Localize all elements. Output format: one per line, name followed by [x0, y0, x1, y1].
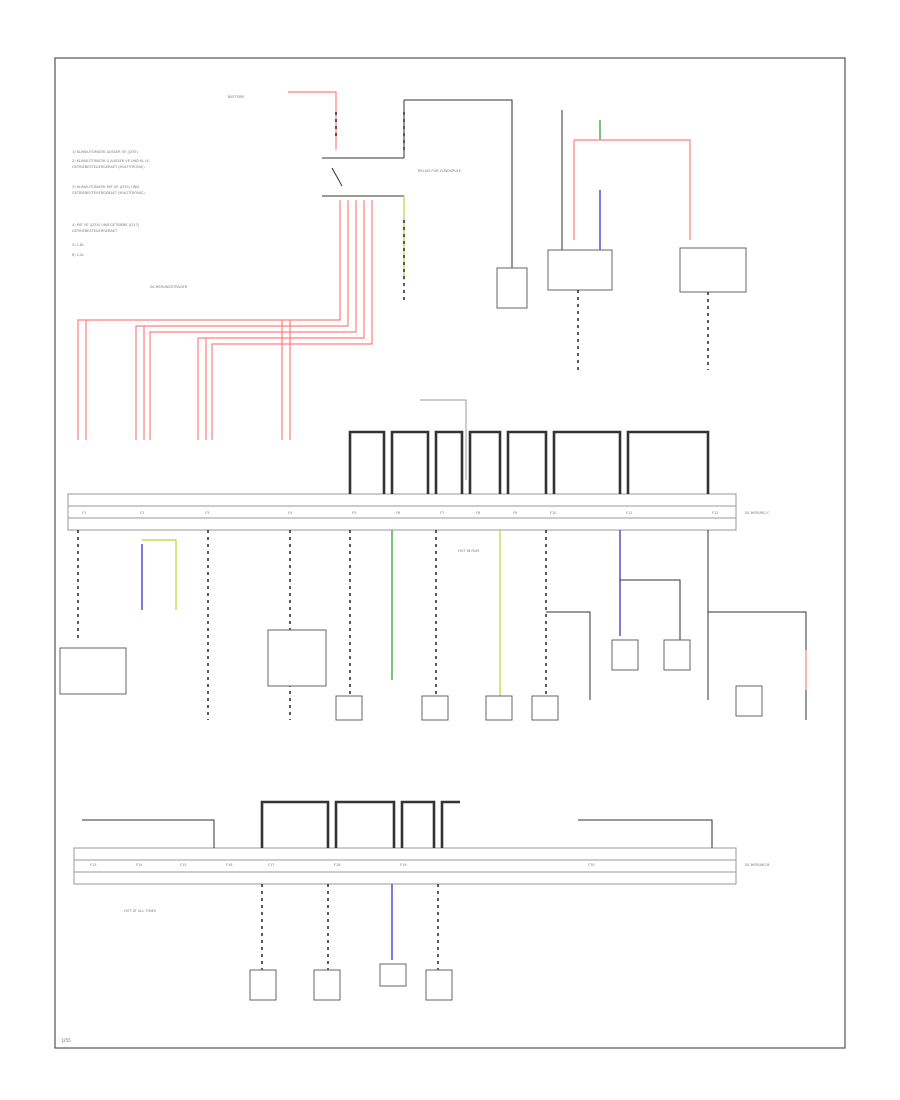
note-6: 6) 2.0L	[72, 253, 84, 257]
fuse-f15: F15	[180, 863, 186, 867]
fuse-f6: F6	[396, 511, 400, 515]
box-d3	[735, 685, 763, 717]
note-3b: GETRIEBESTEUERGERAET (MULTITRONIC)	[72, 191, 145, 195]
hot-in-run-label: HOT IN RUN	[458, 549, 479, 553]
bridges-lower	[82, 800, 713, 848]
note-2: 2) KLIMAUTOMATIK I) AUSSER VE UND KL IV	[72, 159, 149, 163]
fuse-f13: F13	[90, 863, 96, 867]
drops-upper	[59, 530, 807, 721]
top-right-components	[547, 110, 747, 370]
fuse-f16: F16	[226, 863, 232, 867]
relay-box-mid	[267, 629, 327, 687]
page-number: J255	[61, 1038, 71, 1043]
fuse-f8: F8	[476, 511, 480, 515]
fuse-f3: F3	[205, 511, 209, 515]
fuse-f12: F12	[712, 511, 718, 515]
fuse-f7: F7	[440, 511, 444, 515]
fuse-f5: F5	[352, 511, 356, 515]
box-e4	[425, 969, 453, 1001]
box-d2	[663, 639, 691, 671]
control-box-right	[679, 247, 747, 293]
upper-fuse-bus: SICHERUNG C HOT IN RUN F1 F2 F3 F4 F5 F6…	[67, 493, 770, 553]
fuse-f19: F19	[400, 863, 406, 867]
relay-box-right	[547, 249, 613, 291]
note-4b: GETRIEBESTEUERGERAET	[72, 229, 118, 233]
fuse-f20: F20	[588, 863, 594, 867]
fuse-f14: F14	[136, 863, 143, 867]
box-d1	[611, 639, 639, 671]
fuse-f9: F9	[513, 511, 517, 515]
box-e2	[313, 969, 341, 1001]
box-c4	[531, 695, 559, 721]
box-e3	[379, 963, 407, 987]
box-c2	[421, 695, 449, 721]
box-c1	[335, 695, 363, 721]
fuse-bank-label: SICHERUNGSTRÄGER	[150, 284, 188, 289]
box-c3	[485, 695, 513, 721]
box-e1	[249, 969, 277, 1001]
fuse-f17: F17	[268, 863, 274, 867]
bridges-upper	[348, 399, 710, 494]
note-1: 1) KLIMAUTOMATIK AUSSER VE (J255)	[72, 150, 139, 154]
fuse-panel-c: SICHERUNG C	[745, 511, 770, 515]
fuse-f18: F18	[334, 863, 340, 867]
fuse-panel-b: SICHERUNG B	[745, 863, 770, 867]
fuse-f11: F11	[626, 511, 632, 515]
drops-lower	[249, 884, 453, 1001]
battery-feed: BATTERIE RELAIS FÜR ZÜNDSPULE SICHERUNGS…	[77, 91, 528, 440]
battery-label: BATTERIE	[228, 95, 245, 99]
relay-box-left	[59, 647, 127, 695]
notes-block: 1) KLIMAUTOMATIK AUSSER VE (J255) 2) KLI…	[72, 150, 149, 257]
relay-label: RELAIS FÜR ZÜNDSPULE	[418, 168, 461, 173]
fuse-f10: F10	[550, 511, 556, 515]
note-5: 5) 1.8L	[72, 243, 84, 247]
diagram-frame	[54, 57, 846, 1049]
hot-at-all-label: HOT AT ALL TIMES	[124, 909, 157, 913]
fuse-f2: F2	[140, 511, 144, 515]
fuse-f1: F1	[82, 511, 86, 515]
ground-box-top	[496, 267, 528, 309]
note-3: 3) KLIMAUTOMATIK MIT VE (J255) UND	[72, 185, 139, 189]
note-2b: GETRIEBESTEUERGERAET (MULTITRONIC)	[72, 165, 145, 169]
note-4: 4) MIT VE (J255) UND GETRIEBE (J217)	[72, 223, 140, 227]
fuse-f4: F4	[288, 511, 293, 515]
lower-fuse-bus: SICHERUNG B HOT AT ALL TIMES F13 F14 F15…	[73, 847, 770, 913]
